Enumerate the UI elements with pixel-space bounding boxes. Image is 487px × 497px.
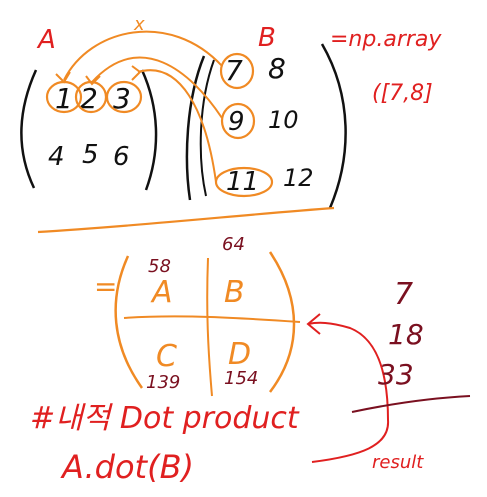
matrix-a-cell-1-1: 1	[55, 82, 73, 115]
matrix-a-cell-2-3: 6	[113, 142, 130, 172]
result-left-bracket	[114, 255, 144, 389]
arrowhead-2	[85, 75, 101, 86]
result-cell-a: A	[150, 275, 173, 310]
result-vertical-divider	[206, 257, 213, 397]
arrowhead-1	[55, 71, 71, 84]
row1-highlight-3	[105, 80, 143, 114]
connector-11-to-3	[137, 69, 217, 183]
col1-highlight-9	[220, 102, 256, 140]
cross-mark: x	[133, 14, 145, 35]
matrix-a-left-bracket	[20, 69, 38, 189]
section-divider	[37, 206, 335, 234]
result-cell-b: B	[224, 275, 245, 310]
result-label: result	[372, 452, 424, 473]
matrix-b-cell-3-1: 11	[226, 167, 259, 197]
matrix-a-cell-2-1: 4	[48, 142, 65, 172]
matrix-b-left-bracket-inner	[199, 59, 215, 197]
col1-highlight-7	[219, 52, 255, 90]
np-array-value: ([7,8]	[372, 81, 433, 106]
matrix-a-right-bracket	[140, 69, 158, 191]
result-equals: =	[94, 270, 117, 303]
matrix-a-cell-1-3: 3	[113, 82, 131, 115]
matrix-b-right-bracket	[320, 43, 347, 209]
matrix-a-cell-1-2: 2	[80, 82, 98, 115]
matrix-b-cell-2-1: 9	[228, 107, 245, 137]
result-value-58: 58	[148, 256, 171, 277]
result-value-139: 139	[146, 372, 180, 393]
matrix-b-cell-3-2: 12	[283, 164, 314, 192]
matrix-b-cell-1-2: 8	[268, 52, 286, 85]
result-arrow	[307, 321, 390, 463]
side-calc-line	[351, 395, 471, 413]
dot-product-title: #내적 Dot product	[30, 401, 300, 436]
matrix-b-cell-1-1: 7	[225, 54, 243, 87]
dot-call: A.dot(B)	[60, 448, 194, 486]
np-array-text: =np.array	[330, 27, 442, 52]
result-horizontal-divider	[123, 315, 301, 323]
result-cell-c: C	[156, 339, 177, 374]
matrix-a-cell-2-2: 5	[82, 140, 99, 170]
result-arrowhead	[306, 313, 321, 335]
matrix-b-left-bracket	[185, 55, 206, 201]
side-calc-33: 33	[378, 358, 414, 391]
result-right-bracket	[268, 251, 296, 393]
connector-7-to-1	[63, 30, 223, 81]
matrix-b-cell-2-2: 10	[268, 106, 299, 134]
matrix-a-label: A	[36, 25, 56, 55]
result-value-154: 154	[224, 368, 258, 389]
result-value-64: 64	[222, 234, 245, 255]
side-calc-7: 7	[394, 277, 413, 312]
matrix-b-label: B	[258, 23, 276, 53]
connector-9-to-2	[91, 56, 223, 119]
arrowhead-3	[131, 65, 142, 81]
result-cell-d: D	[228, 337, 251, 372]
side-calc-18: 18	[388, 318, 424, 351]
